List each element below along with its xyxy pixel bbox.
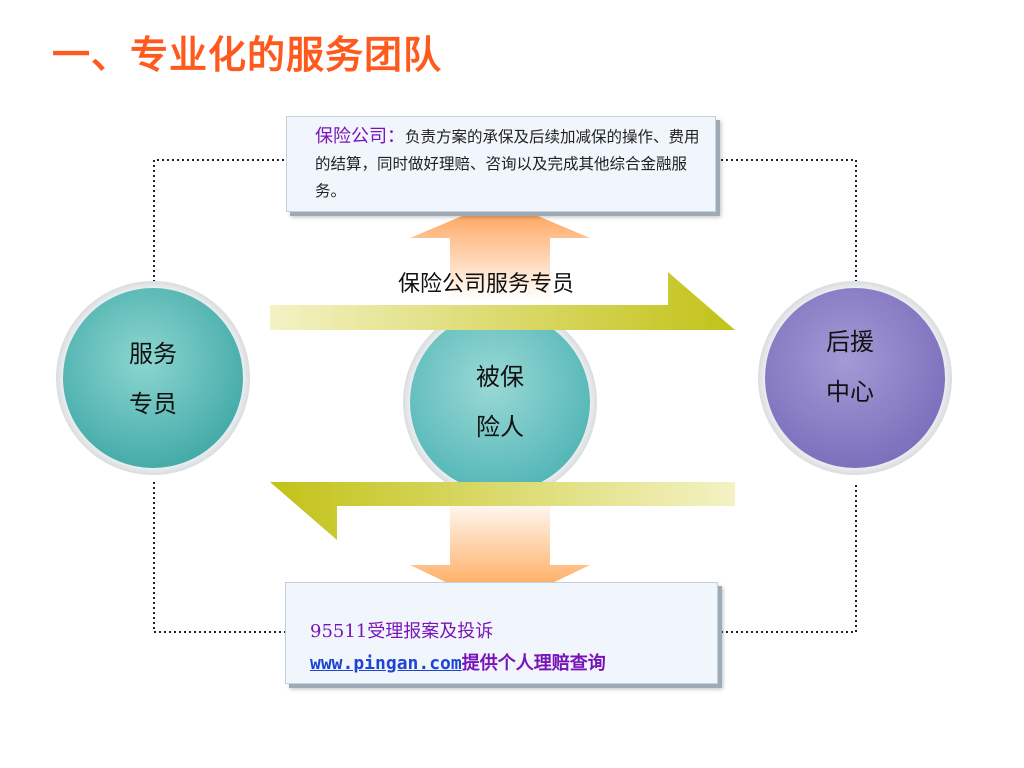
insurance-company-box: 保险公司：负责方案的承保及后续加减保的操作、费用的结算，同时做好理赔、咨询以及完…	[286, 116, 716, 212]
circle-right-line1: 后援	[826, 328, 874, 356]
insurance-company-label: 保险公司：	[315, 126, 405, 147]
right-arrow	[270, 272, 735, 330]
circle-left-line2: 专员	[129, 390, 177, 418]
dotted-connector-lines	[153, 159, 857, 633]
hotline-text: 95511受理报案及投诉	[310, 621, 494, 642]
circle-insured	[403, 305, 597, 499]
insurance-company-description: 保险公司：负责方案的承保及后续加减保的操作、费用的结算，同时做好理赔、咨询以及完…	[315, 123, 701, 205]
hotline-box: 95511受理报案及投诉 www.pingan.com提供个人理赔查询	[285, 582, 718, 684]
left-arrow	[270, 482, 735, 540]
up-arrow	[410, 200, 590, 300]
circle-backup-center	[758, 281, 952, 475]
circle-service-specialist	[56, 281, 250, 475]
circle-center-line1: 被保	[476, 363, 524, 391]
insurance-company-text: 负责方案的承保及后续加减保的操作、费用的结算，同时做好理赔、咨询以及完成其他综合…	[315, 128, 700, 200]
website-line: www.pingan.com提供个人理赔查询	[310, 649, 606, 675]
circle-right-line2: 中心	[826, 378, 874, 406]
circle-center-label: 被保 险人	[450, 352, 550, 452]
circle-left-line1: 服务	[129, 340, 177, 368]
service-specialist-arrow-label: 保险公司服务专员	[398, 272, 575, 297]
circle-left-label: 服务 专员	[103, 329, 203, 429]
page-title: 一、专业化的服务团队	[52, 33, 443, 77]
circle-right-label: 后援 中心	[800, 317, 900, 417]
website-link[interactable]: www.pingan.com	[310, 653, 462, 674]
circle-center-line2: 险人	[476, 413, 524, 441]
website-description: 提供个人理赔查询	[461, 653, 606, 674]
